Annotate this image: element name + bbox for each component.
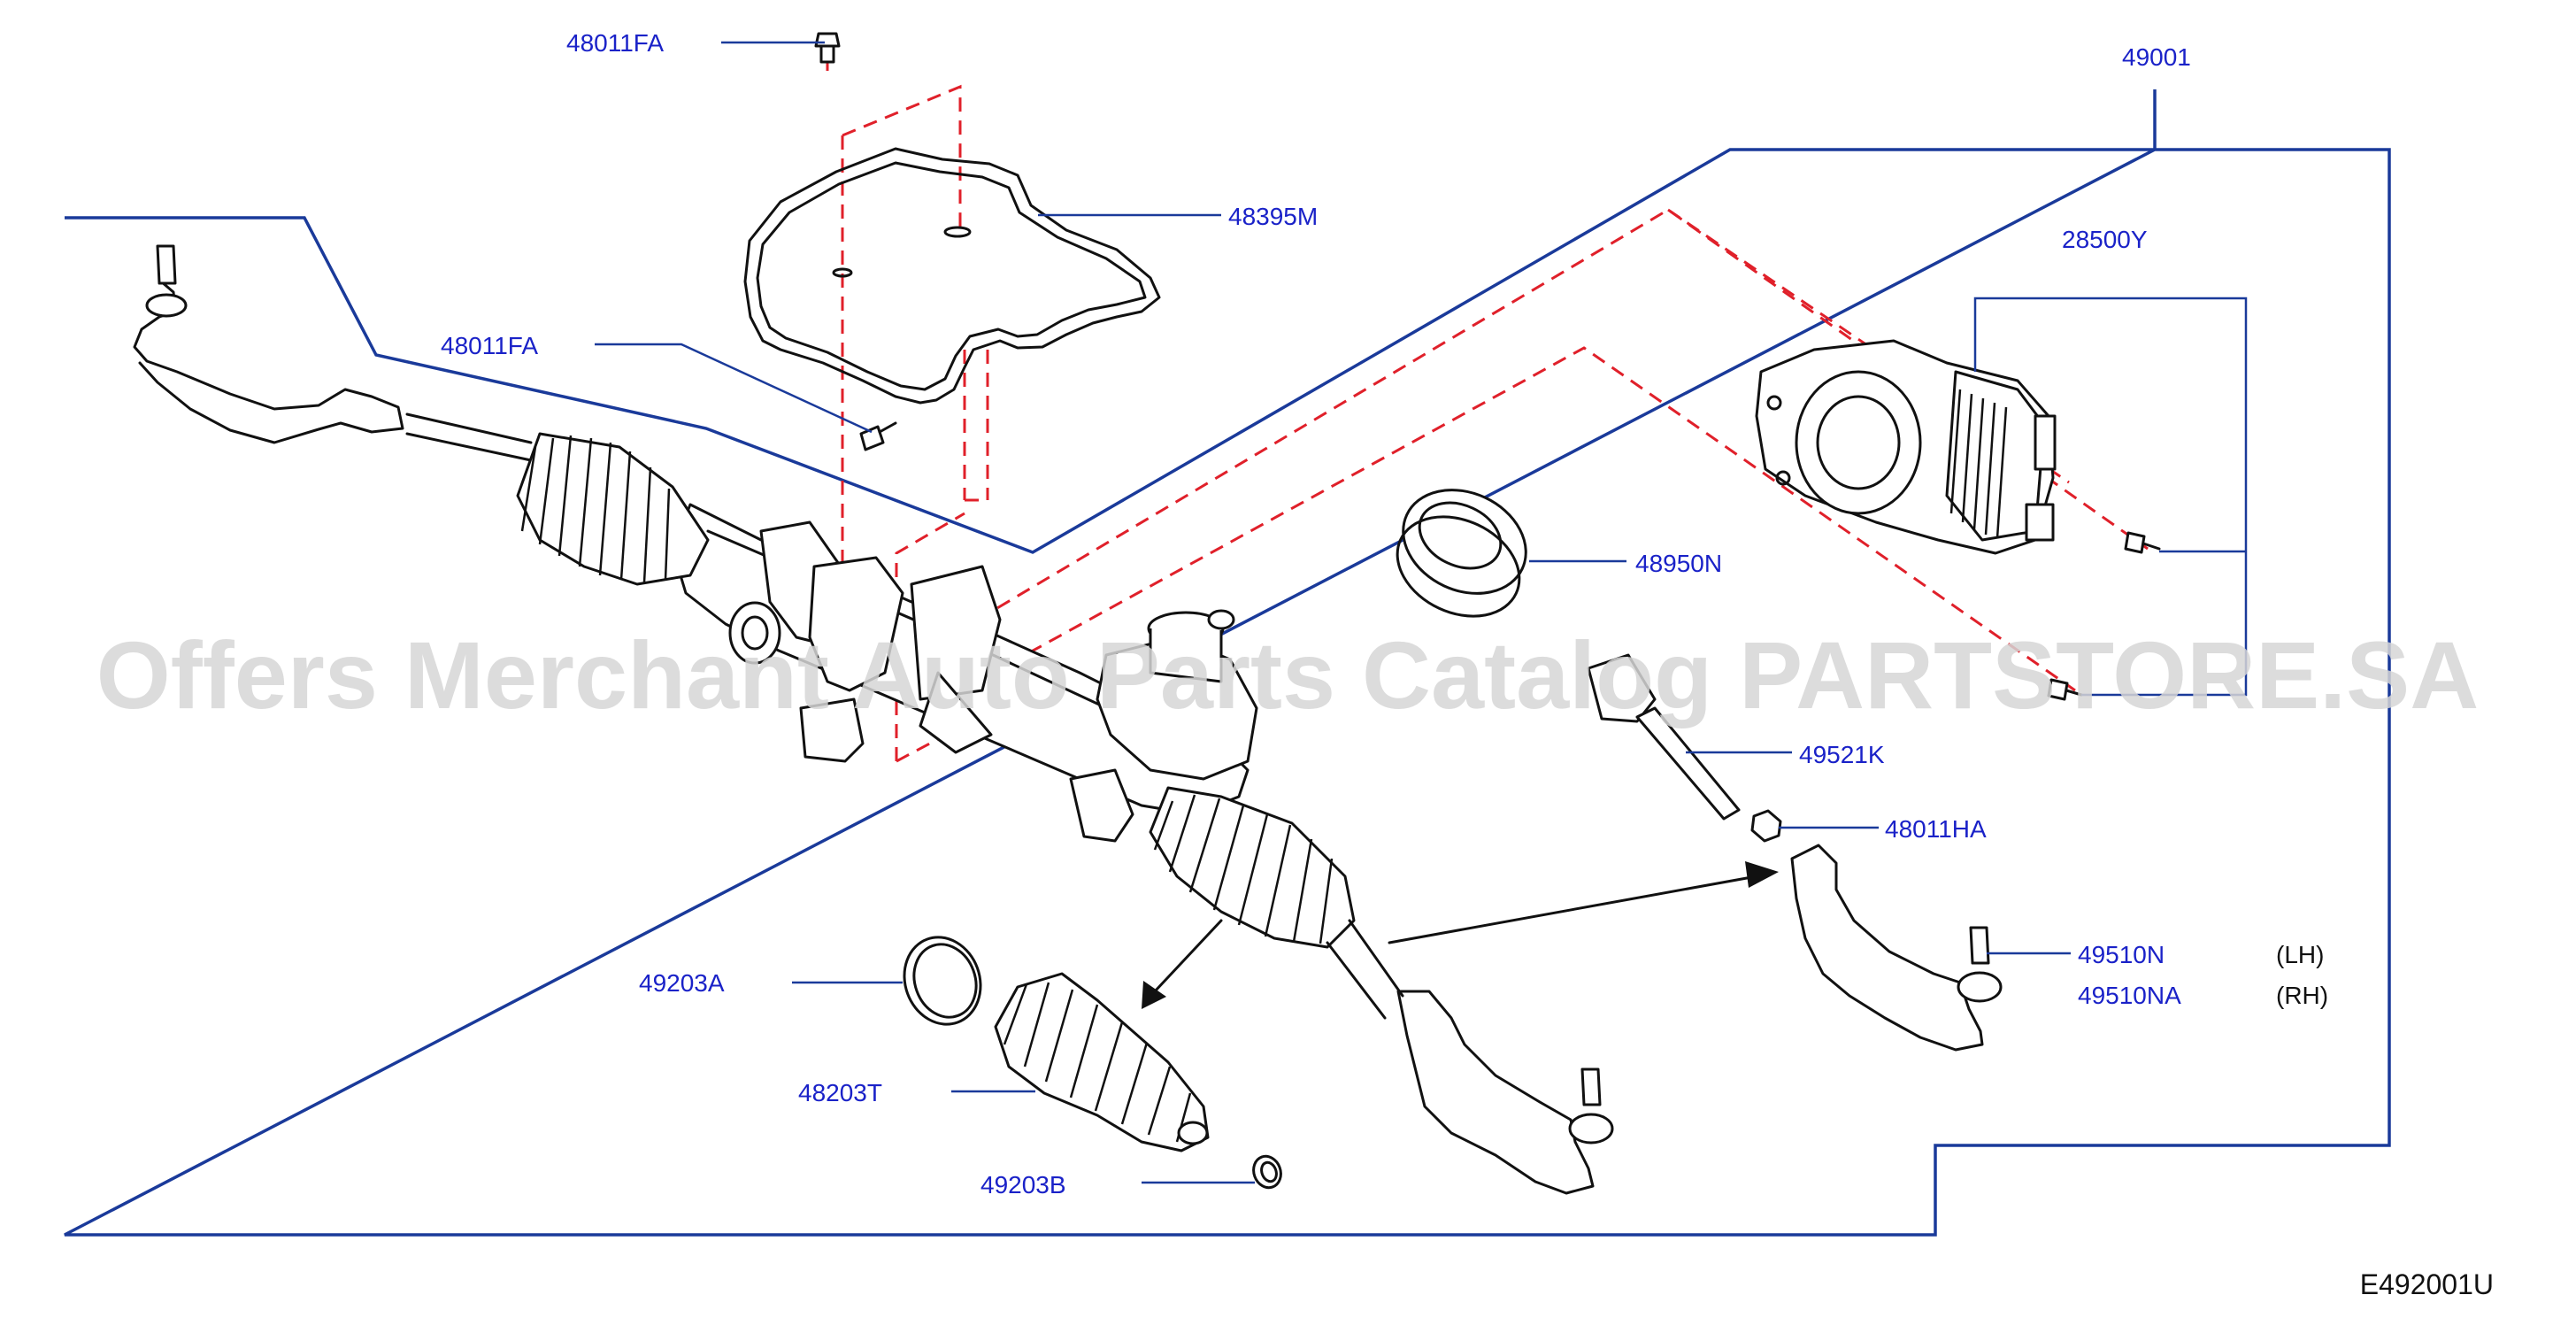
inner-rod-right — [1326, 919, 1404, 1020]
bolt-48011FA-top — [814, 32, 841, 64]
label-49001: 49001 — [2122, 43, 2191, 71]
watermark-text: Offers Merchant Auto Parts Catalog PARTS… — [96, 621, 2479, 728]
label-48011FA-top: 48011FA — [566, 29, 664, 57]
label-49521K: 49521K — [1799, 741, 1885, 768]
callout-labels: 48011FA 48395M 48011FA 49001 28500Y 4895… — [441, 29, 2328, 1199]
label-49510NA: 49510NA — [2078, 982, 2181, 1009]
cover-gasket-48395M — [743, 147, 1161, 405]
label-28500Y: 28500Y — [2062, 226, 2148, 253]
label-49203B: 49203B — [980, 1171, 1066, 1199]
shaft-49521K — [1587, 653, 1741, 821]
leader-lines — [595, 41, 2248, 1184]
motor-28500Y — [1755, 339, 2057, 555]
boot-clamp-49203A — [903, 936, 982, 1026]
explode-arrow-down — [1142, 919, 1223, 1009]
label-48011HA: 48011HA — [1885, 815, 1987, 843]
label-48203T: 48203T — [798, 1079, 882, 1106]
bolt-lower — [2047, 678, 2083, 701]
seal-ring-48950N — [1396, 489, 1527, 618]
bellows-left — [516, 432, 710, 586]
rack-housing — [671, 503, 1258, 843]
tie-rod-end-exploded — [1790, 844, 2003, 1052]
bellows-right — [1149, 786, 1356, 949]
boot-48203T — [994, 972, 1210, 1152]
label-48395M: 48395M — [1228, 203, 1318, 230]
label-48950N: 48950N — [1635, 550, 1722, 577]
assembly-frame-49001 — [64, 89, 2391, 1237]
tie-rod-end-left — [133, 244, 404, 444]
label-49510NA-side: (RH) — [2276, 982, 2328, 1009]
diagram-code: E492001U — [2360, 1268, 2494, 1300]
bolt-48011FA-mid — [859, 421, 897, 451]
label-49510N: 49510N — [2078, 941, 2165, 968]
bolt-motor — [2124, 531, 2161, 554]
inner-rod-left — [405, 412, 533, 462]
tie-rod-end-right-installed — [1396, 990, 1614, 1195]
label-49203A: 49203A — [639, 969, 725, 997]
explode-arrow-right — [1388, 861, 1779, 944]
small-clamp-49203B — [1252, 1154, 1282, 1190]
label-49510N-side: (LH) — [2276, 941, 2324, 968]
label-48011FA-mid: 48011FA — [441, 332, 538, 359]
nut-48011HA — [1750, 809, 1782, 843]
